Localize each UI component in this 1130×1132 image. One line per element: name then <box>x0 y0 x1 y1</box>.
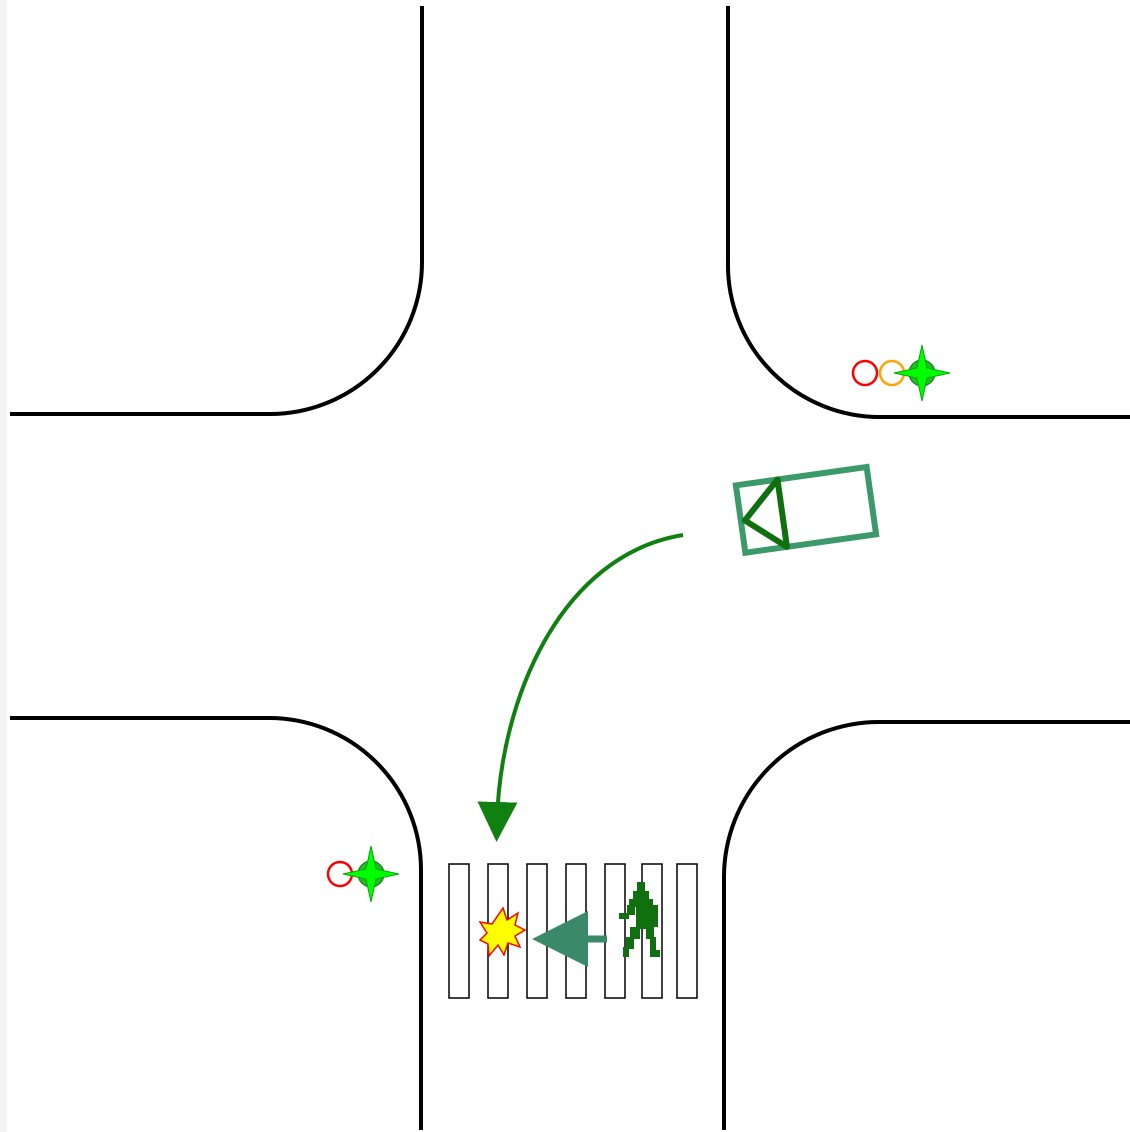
crosswalk-stripe <box>527 864 547 998</box>
traffic-light-northeast <box>853 345 950 401</box>
red-lamp-icon <box>853 361 877 385</box>
road-edge-northwest <box>10 6 422 414</box>
crosswalk-stripe <box>677 864 697 998</box>
road-edge-southwest <box>10 718 421 1130</box>
car-outline-icon <box>736 467 876 553</box>
road-edge-southeast <box>724 722 1130 1130</box>
green-lamp-icon <box>894 345 950 401</box>
crosswalk-stripe <box>566 864 586 998</box>
traffic-light-southwest <box>328 846 399 902</box>
vehicle-path-arrow <box>497 535 683 822</box>
crosswalk-stripe <box>449 864 469 998</box>
road-edge-northeast <box>728 6 1130 417</box>
collision-burst-icon <box>480 908 525 956</box>
crosswalk-stripe <box>605 864 625 998</box>
green-lamp-icon <box>343 846 399 902</box>
